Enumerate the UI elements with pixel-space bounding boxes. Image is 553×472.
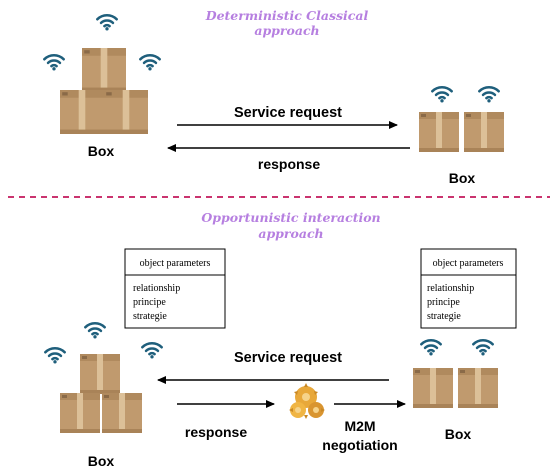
top-right-box-label: Box (449, 170, 476, 186)
right-params-item: relationship (427, 283, 474, 294)
bottom-section: Opportunistic interaction approach objec… (44, 210, 517, 469)
wifi-icon (420, 338, 442, 356)
left-params-item: relationship (133, 283, 180, 294)
top-section: Deterministic Classical approach Box Ser… (43, 8, 504, 186)
top-title-line1: Deterministic Classical (205, 8, 369, 23)
top-left-box-stack (43, 13, 161, 134)
wifi-icon (478, 85, 500, 103)
wifi-icon (139, 53, 161, 71)
bottom-request-label: Service request (234, 350, 342, 366)
left-params-box: object parameters relationship principe … (124, 248, 226, 329)
cardboard-box-icon (458, 368, 498, 408)
cardboard-box-icon (104, 90, 148, 134)
wifi-icon (141, 341, 163, 359)
wifi-icon (44, 346, 66, 364)
bottom-left-box-label: Box (88, 453, 115, 469)
wifi-icon (84, 321, 106, 339)
cardboard-box-icon (80, 354, 120, 394)
wifi-icon (96, 13, 118, 31)
bottom-title-line1: Opportunistic interaction (201, 210, 380, 225)
bottom-left-box-stack (44, 321, 163, 433)
bottom-right-box-group (413, 338, 498, 408)
top-right-box-group (419, 85, 504, 152)
left-params-item: strategie (133, 311, 167, 322)
bottom-response-label: response (185, 424, 247, 440)
top-title-line2: approach (254, 23, 319, 38)
left-params-header: object parameters (140, 258, 211, 269)
left-params-item: principe (133, 297, 166, 308)
right-params-box: object parameters relationship principe … (420, 248, 517, 329)
cardboard-box-icon (464, 112, 504, 152)
negotiation-label-line1: M2M (344, 418, 375, 434)
cardboard-box-icon (102, 393, 142, 433)
bottom-right-box-label: Box (445, 426, 472, 442)
top-left-box-label: Box (88, 143, 115, 159)
negotiation-label-line2: negotiation (322, 437, 397, 453)
wifi-icon (472, 338, 494, 356)
cardboard-box-icon (419, 112, 459, 152)
top-request-label: Service request (234, 105, 342, 121)
wifi-icon (43, 53, 65, 71)
cardboard-box-icon (82, 48, 126, 92)
cardboard-box-icon (60, 393, 100, 433)
wifi-icon (431, 85, 453, 103)
cardboard-box-icon (60, 90, 104, 134)
right-params-item: strategie (427, 311, 461, 322)
top-response-label: response (258, 156, 320, 172)
right-params-header: object parameters (433, 258, 504, 269)
cardboard-box-icon (413, 368, 453, 408)
bottom-title-line2: approach (258, 226, 323, 241)
right-params-item: principe (427, 297, 460, 308)
gears-icon (289, 383, 325, 419)
